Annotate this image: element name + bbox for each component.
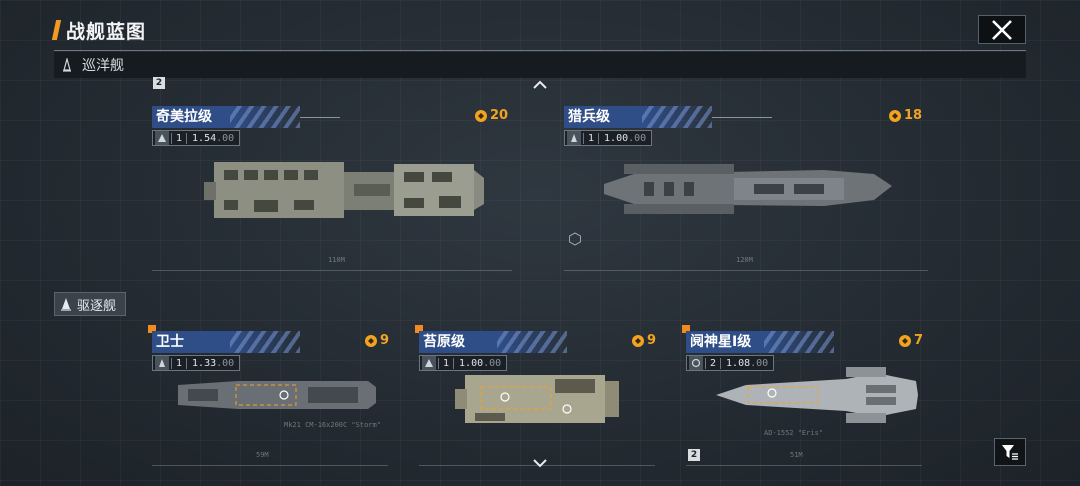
weapon-label: Mk21 CM-16x200C "Storm"	[284, 421, 381, 429]
filter-button[interactable]	[994, 438, 1026, 466]
cost-value: 9	[380, 333, 390, 348]
page-title: 战舰蓝图	[66, 21, 147, 43]
ship-card-eris[interactable]: 阋神星I级 2 1.08.00 7 AD-1552 "Eris" 51M	[686, 331, 923, 471]
ship-type-icon	[422, 356, 436, 370]
ship-ratio: 1.00	[604, 132, 629, 144]
ship-type-icon	[689, 356, 703, 370]
ship-image-eris	[716, 367, 918, 423]
leader-line	[712, 117, 772, 118]
ship-ratio-suffix: .00	[216, 132, 235, 144]
scroll-down-button[interactable]	[530, 458, 550, 472]
ship-image-guardian	[178, 381, 376, 409]
ship-length-label: 110M	[328, 256, 345, 264]
scroll-up-button[interactable]	[530, 80, 550, 94]
close-button[interactable]	[978, 15, 1026, 44]
ship-card-hunter[interactable]: 猎兵级 1 1.00.00 18 120M	[564, 106, 928, 276]
ship-ratio: 1.00	[459, 357, 484, 369]
cost-coin-icon	[898, 334, 912, 348]
ship-length-label: 59M	[256, 451, 269, 459]
ship-ratio-suffix: .00	[750, 357, 769, 369]
ship-type-icon	[155, 356, 169, 370]
blueprint-baseline	[686, 465, 922, 466]
ship-name: 阋神星I级	[686, 331, 834, 353]
ship-tier: 1	[438, 357, 455, 369]
section-label-cruiser: 巡洋舰	[82, 58, 124, 74]
ship-tier: 1	[171, 132, 188, 144]
section-header-cruiser: 巡洋舰	[54, 52, 1026, 78]
ship-card-chimera[interactable]: 奇美拉级 1 1.54.00 20 110M	[152, 106, 512, 276]
ship-type-icon	[155, 131, 169, 145]
ship-tier: 1	[583, 132, 600, 144]
section-header-destroyer[interactable]: 驱逐舰	[54, 292, 126, 316]
ship-stats: 1 1.33.00	[152, 355, 241, 371]
ship-ratio-suffix: .00	[628, 132, 647, 144]
hexagon-icon	[569, 232, 581, 246]
filter-icon	[1002, 445, 1018, 460]
tier-badge: 2	[153, 77, 165, 89]
cost-value: 7	[914, 333, 924, 348]
weapon-label: AD-1552 "Eris"	[764, 429, 824, 437]
ship-card-tundra[interactable]: 苔原级 1 1.00.00 9	[419, 331, 656, 471]
ship-ratio-suffix: .00	[483, 357, 502, 369]
blueprint-baseline	[152, 270, 512, 271]
ship-ratio: 1.08	[726, 357, 751, 369]
title-accent	[51, 20, 62, 40]
blueprint-baseline	[152, 465, 388, 466]
blueprint-baseline	[564, 270, 928, 271]
ship-stats: 2 1.08.00	[686, 355, 775, 371]
ship-image-chimera	[204, 162, 484, 218]
cost-coin-icon	[474, 109, 488, 123]
ship-cost: 7	[898, 333, 923, 348]
ship-name: 卫士	[152, 331, 300, 353]
ship-cost: 9	[364, 333, 389, 348]
ship-tier: 2	[705, 357, 722, 369]
header-divider	[54, 50, 1026, 51]
ship-type-icon	[567, 131, 581, 145]
cost-coin-icon	[888, 109, 902, 123]
ship-cost: 9	[631, 333, 656, 348]
blueprint-baseline	[419, 465, 655, 466]
ship-stats: 1 1.00.00	[419, 355, 508, 371]
new-marker	[682, 325, 690, 333]
cost-value: 18	[904, 108, 923, 123]
cost-value: 20	[490, 108, 509, 123]
chevron-up-icon	[533, 80, 547, 89]
chevron-down-icon	[533, 459, 547, 468]
ship-stats: 1 1.00.00	[564, 130, 653, 146]
ship-length-label: 120M	[736, 256, 753, 264]
ship-tier: 1	[171, 357, 188, 369]
ship-cost: 20	[474, 108, 508, 123]
ship-ratio: 1.33	[192, 357, 217, 369]
ship-length-label: 51M	[790, 451, 803, 459]
cost-coin-icon	[631, 334, 645, 348]
new-marker	[148, 325, 156, 333]
ship-name: 苔原级	[419, 331, 567, 353]
close-icon	[992, 19, 1012, 40]
destroyer-class-icon	[59, 297, 73, 311]
ship-image-tundra	[455, 375, 619, 423]
ship-ratio: 1.54	[192, 132, 217, 144]
leader-line	[300, 117, 340, 118]
tier-badge: 2	[688, 449, 700, 461]
new-marker	[415, 325, 423, 333]
cost-value: 9	[647, 333, 657, 348]
ship-image-hunter	[604, 164, 892, 214]
ship-cost: 18	[888, 108, 922, 123]
ship-card-guardian[interactable]: 卫士 1 1.33.00 9 Mk21 CM-16x200C "Storm" 5…	[152, 331, 389, 471]
cost-coin-icon	[364, 334, 378, 348]
cruiser-class-icon	[60, 58, 74, 72]
ship-ratio-suffix: .00	[216, 357, 235, 369]
ship-name: 奇美拉级	[152, 106, 300, 128]
section-label-destroyer: 驱逐舰	[77, 298, 117, 314]
ship-name: 猎兵级	[564, 106, 712, 128]
ship-stats: 1 1.54.00	[152, 130, 241, 146]
